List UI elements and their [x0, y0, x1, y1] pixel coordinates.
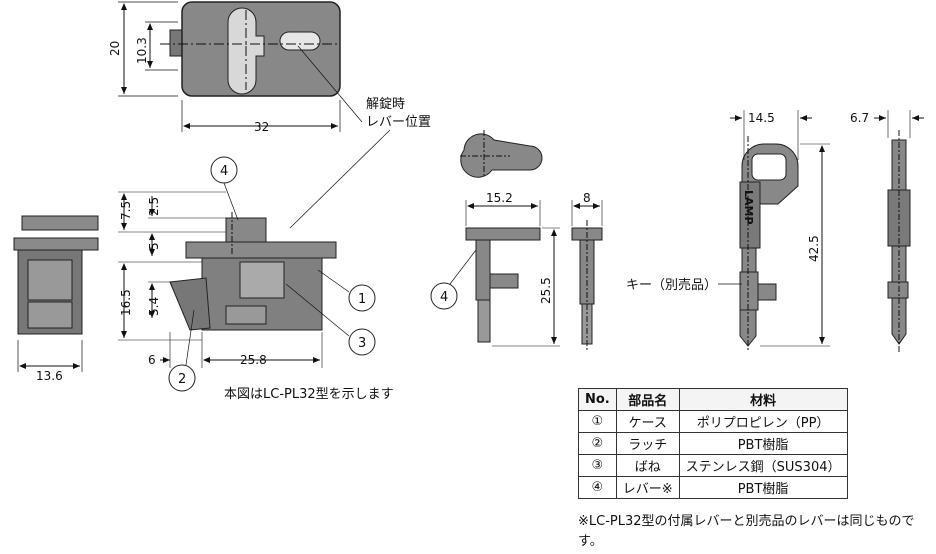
callout-1 — [348, 284, 376, 312]
top-view: 20 10.3 32 — [108, 1, 363, 134]
dim-key-thickness: 6.7 — [850, 111, 869, 125]
header-material: 材料 — [678, 388, 848, 411]
callout-3 — [348, 328, 376, 356]
table-row: ③ ばね ステンレス鋼（SUS304） — [578, 454, 848, 477]
key-views: LAMP 14.5 42.5 キー（別売品） 6.7 — [626, 110, 924, 352]
cell-part: ラッチ — [615, 432, 680, 455]
dim-side-7-5: 7.5 — [119, 201, 133, 220]
drawing-caption: 本図はLC-PL32型を示します — [224, 387, 394, 402]
header-no: No. — [578, 388, 617, 411]
dim-lever-height: 25.5 — [539, 277, 553, 304]
unlock-label-line2: レバー位置 — [366, 115, 431, 130]
cell-no: ③ — [578, 454, 617, 477]
unlock-label-line1: 解錠時 — [366, 97, 405, 112]
table-row: ② ラッチ PBT樹脂 — [578, 432, 848, 455]
dim-side-25-8: 25.8 — [240, 353, 267, 367]
callout-3-label: 3 — [358, 336, 366, 351]
callout-4-side-label: 4 — [220, 164, 228, 179]
callout-2 — [168, 364, 196, 392]
dim-side-2-5: 2.5 — [147, 197, 161, 216]
callout-1-label: 1 — [358, 292, 366, 307]
header-part-name: 部品名 — [615, 388, 680, 411]
dim-top-inner: 10.3 — [135, 37, 149, 64]
cell-no: ① — [578, 410, 617, 433]
front-view: 13.6 — [13, 215, 99, 383]
footnote: ※LC-PL32型の付属レバーと別売品のレバーは同じものです。 — [578, 514, 915, 549]
lever-views: 15.2 25.5 4 8 — [430, 191, 603, 350]
dim-lever-width: 15.2 — [486, 191, 513, 205]
callout-4-lever — [430, 282, 458, 310]
dim-top-height: 20 — [108, 41, 122, 56]
callout-4-lever-label: 4 — [440, 290, 448, 305]
cell-material: ステンレス鋼（SUS304） — [678, 454, 848, 477]
dim-key-height: 42.5 — [807, 235, 821, 262]
cell-material: ポリプロピレン（PP） — [678, 410, 848, 433]
unlock-lever-position: 解錠時 レバー位置 — [289, 97, 543, 229]
dim-side-16-5: 16.5 — [119, 289, 133, 316]
cell-part: レバー※ — [615, 476, 680, 499]
callout-2-label: 2 — [178, 372, 186, 387]
cell-part: ばね — [615, 454, 680, 477]
table-row: ① ケース ポリプロピレン（PP） — [578, 410, 848, 433]
dim-front-width: 13.6 — [36, 369, 63, 383]
cell-no: ④ — [578, 476, 617, 499]
cell-material: PBT樹脂 — [678, 432, 848, 455]
dim-side-5-4: 5.4 — [147, 297, 161, 316]
dim-side-5: 5 — [147, 242, 161, 250]
dim-key-width: 14.5 — [748, 111, 775, 125]
parts-table-header: No. 部品名 材料 — [578, 388, 848, 411]
cell-no: ② — [578, 432, 617, 455]
key-label: キー（別売品） — [626, 277, 717, 293]
dim-lever-thickness: 8 — [583, 191, 591, 205]
table-row: ④ レバー※ PBT樹脂 — [578, 476, 848, 499]
side-view: 7.5 16.5 2.5 5 5.4 6 25.8 4 1 3 2 本図はLC-… — [118, 156, 394, 402]
key-stamp: LAMP — [742, 190, 755, 225]
parts-table: No. 部品名 材料 ① ケース ポリプロピレン（PP） ② ラッチ PBT樹脂… — [578, 388, 848, 499]
cell-part: ケース — [615, 410, 680, 433]
dim-top-width: 32 — [254, 120, 269, 134]
cell-material: PBT樹脂 — [678, 476, 848, 499]
dim-side-6: 6 — [148, 353, 156, 367]
